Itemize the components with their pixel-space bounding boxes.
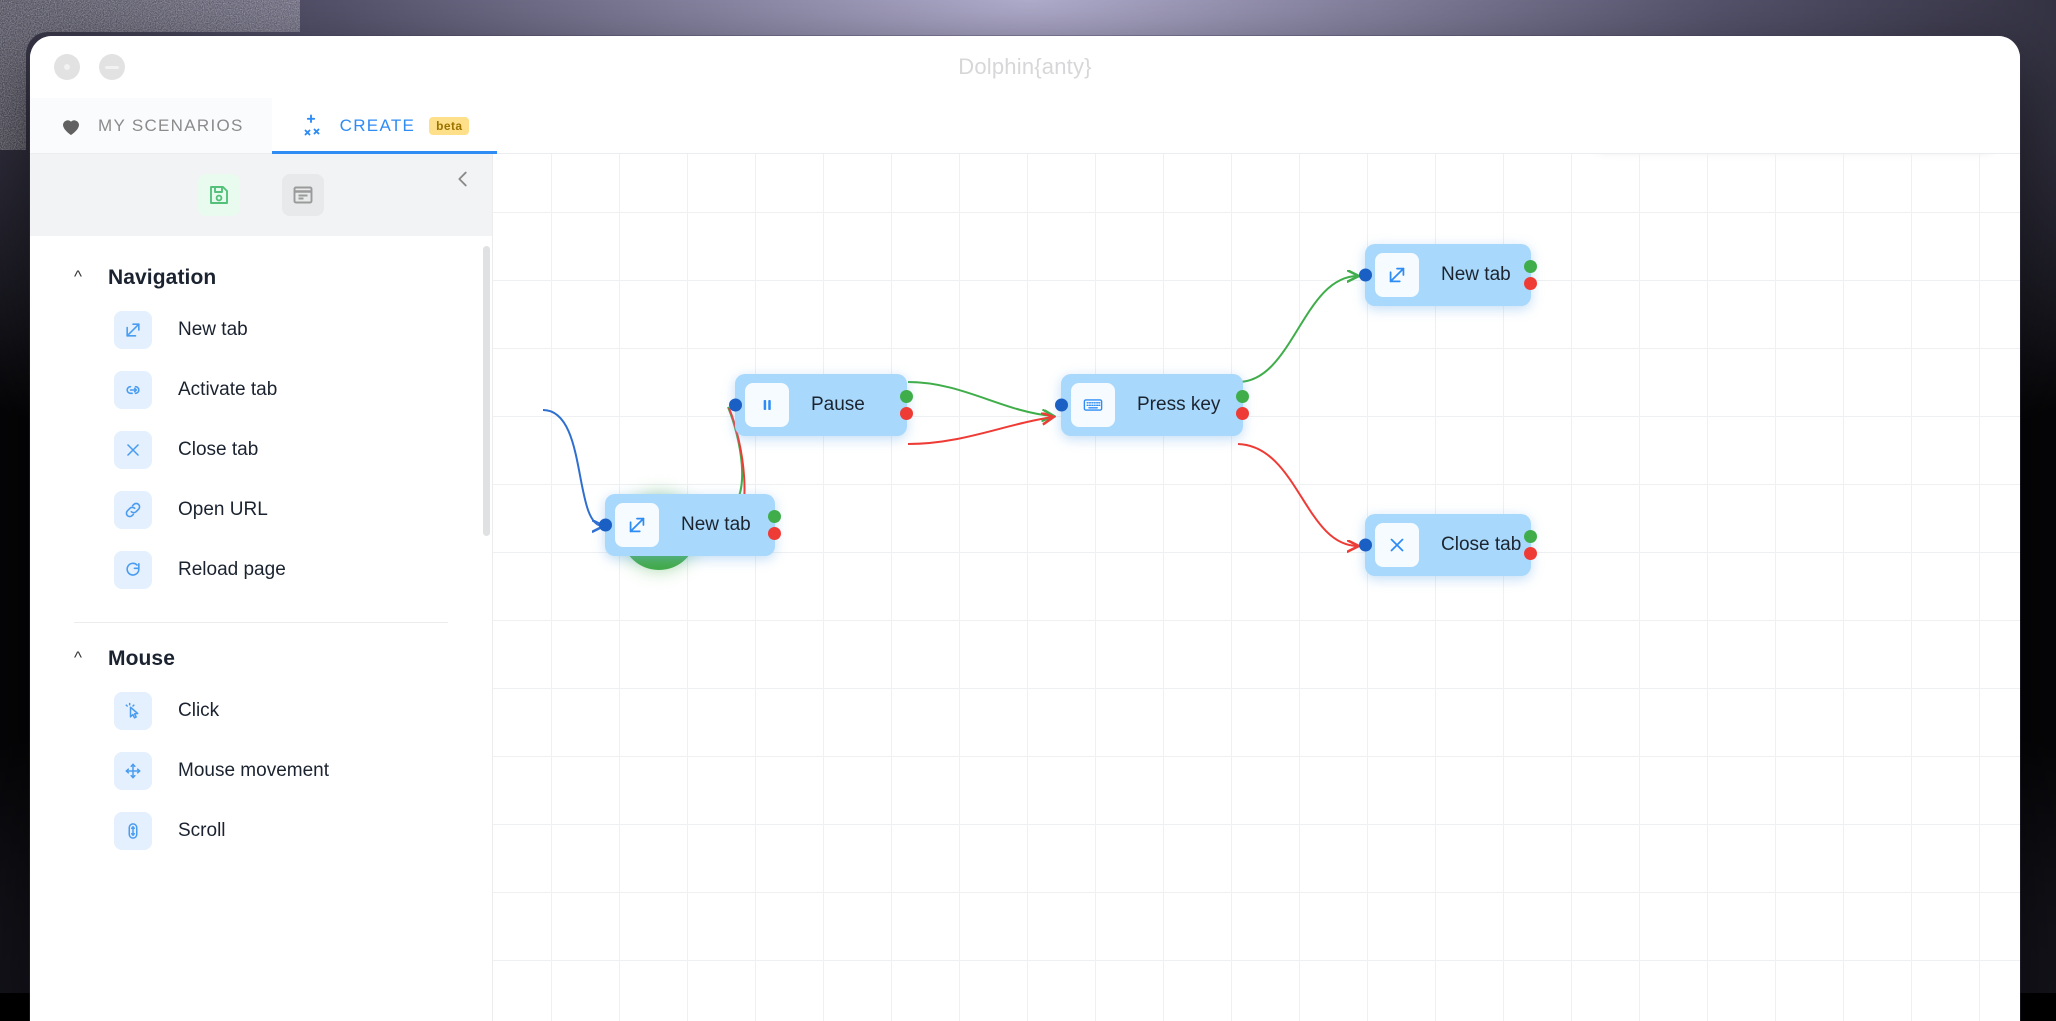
- node-label: New tab: [681, 514, 751, 536]
- group-header-navigation[interactable]: ^ Navigation: [30, 242, 492, 300]
- actions-sidebar: ^ Navigation New tab Activate tab: [30, 154, 493, 1021]
- sidebar-item-open-url[interactable]: Open URL: [30, 480, 492, 540]
- external-link-icon: [114, 311, 152, 349]
- node-pause-1[interactable]: Pause: [735, 374, 907, 436]
- cursor-click-icon: [114, 692, 152, 730]
- scenario-canvas[interactable]: START New tab: [493, 154, 2020, 1021]
- node-close-tab-1[interactable]: Close tab: [1365, 514, 1531, 576]
- sidebar-item-label: Close tab: [178, 439, 258, 461]
- chain-link-icon: [114, 491, 152, 529]
- node-error-port[interactable]: [1524, 277, 1537, 290]
- node-input-port[interactable]: [1359, 539, 1372, 552]
- sidebar-item-label: Reload page: [178, 559, 286, 581]
- sidebar-collapse-button[interactable]: [448, 164, 478, 194]
- node-press-key-1[interactable]: Press key: [1061, 374, 1243, 436]
- sidebar-item-label: Activate tab: [178, 379, 277, 401]
- sidebar-item-activate-tab[interactable]: Activate tab: [30, 360, 492, 420]
- node-error-port[interactable]: [900, 407, 913, 420]
- tab-label: CREATE: [340, 116, 416, 136]
- sidebar-item-click[interactable]: Click: [30, 681, 492, 741]
- heart-icon: [58, 114, 84, 138]
- node-new-tab-2[interactable]: New tab: [1365, 244, 1531, 306]
- group-title: Mouse: [108, 647, 175, 671]
- sidebar-item-scroll[interactable]: Scroll: [30, 801, 492, 861]
- sidebar-scroll-area[interactable]: ^ Navigation New tab Activate tab: [30, 236, 492, 1021]
- tab-my-scenarios[interactable]: MY SCENARIOS: [30, 98, 272, 153]
- sidebar-group-navigation: ^ Navigation New tab Activate tab: [30, 242, 492, 600]
- close-x-icon: [1375, 523, 1419, 567]
- node-label: New tab: [1441, 264, 1511, 286]
- pause-icon: [745, 383, 789, 427]
- external-link-icon: [1375, 253, 1419, 297]
- node-error-port[interactable]: [1524, 547, 1537, 560]
- node-error-port[interactable]: [1236, 407, 1249, 420]
- node-success-port[interactable]: [1524, 260, 1537, 273]
- group-title: Navigation: [108, 266, 216, 290]
- sidebar-item-label: New tab: [178, 319, 248, 341]
- node-new-tab-1[interactable]: New tab: [605, 494, 775, 556]
- node-error-port[interactable]: [768, 527, 781, 540]
- node-input-port[interactable]: [729, 399, 742, 412]
- sidebar-item-label: Scroll: [178, 820, 226, 842]
- sidebar-group-mouse: ^ Mouse Click Mouse movement: [30, 623, 492, 861]
- scenario-notes-button[interactable]: [282, 174, 324, 216]
- sidebar-item-label: Click: [178, 700, 219, 722]
- chevron-up-icon: ^: [74, 268, 82, 285]
- node-label: Press key: [1137, 394, 1220, 416]
- node-input-port[interactable]: [1359, 269, 1372, 282]
- move-arrows-icon: [114, 752, 152, 790]
- node-label: Pause: [811, 394, 865, 416]
- window-title: Dolphin{anty}: [30, 54, 2020, 80]
- close-x-icon: [114, 431, 152, 469]
- node-success-port[interactable]: [1524, 530, 1537, 543]
- sidebar-item-label: Mouse movement: [178, 760, 329, 782]
- keyboard-icon: [1071, 383, 1115, 427]
- sidebar-item-close-tab[interactable]: Close tab: [30, 420, 492, 480]
- beta-badge: beta: [429, 117, 469, 135]
- tab-strip: MY SCENARIOS CREATE beta: [30, 98, 2020, 154]
- external-link-icon: [615, 503, 659, 547]
- link-arrow-icon: [114, 371, 152, 409]
- sidebar-item-label: Open URL: [178, 499, 268, 521]
- sparkle-icon: [300, 113, 326, 139]
- save-scenario-button[interactable]: [198, 174, 240, 216]
- sidebar-item-mouse-movement[interactable]: Mouse movement: [30, 741, 492, 801]
- refresh-icon: [114, 551, 152, 589]
- title-bar: Dolphin{anty}: [30, 36, 2020, 98]
- app-window: Dolphin{anty} MY SCENARIOS CREATE beta: [30, 36, 2020, 1021]
- node-input-port[interactable]: [1055, 399, 1068, 412]
- sidebar-item-new-tab[interactable]: New tab: [30, 300, 492, 360]
- node-label: Close tab: [1441, 534, 1521, 556]
- group-header-mouse[interactable]: ^ Mouse: [30, 623, 492, 681]
- node-input-port[interactable]: [599, 519, 612, 532]
- flow-edges: [493, 154, 2020, 1021]
- node-success-port[interactable]: [900, 390, 913, 403]
- node-success-port[interactable]: [1236, 390, 1249, 403]
- sidebar-scrollbar[interactable]: [483, 246, 490, 536]
- sidebar-item-reload-page[interactable]: Reload page: [30, 540, 492, 600]
- tab-create[interactable]: CREATE beta: [272, 98, 498, 153]
- scroll-icon: [114, 812, 152, 850]
- chevron-up-icon: ^: [74, 649, 82, 666]
- sidebar-toolbar: [30, 154, 492, 236]
- tab-label: MY SCENARIOS: [98, 116, 244, 136]
- app-body: ^ Navigation New tab Activate tab: [30, 154, 2020, 1021]
- node-success-port[interactable]: [768, 510, 781, 523]
- scenario-canvas-wrap[interactable]: START New tab: [493, 154, 2020, 1021]
